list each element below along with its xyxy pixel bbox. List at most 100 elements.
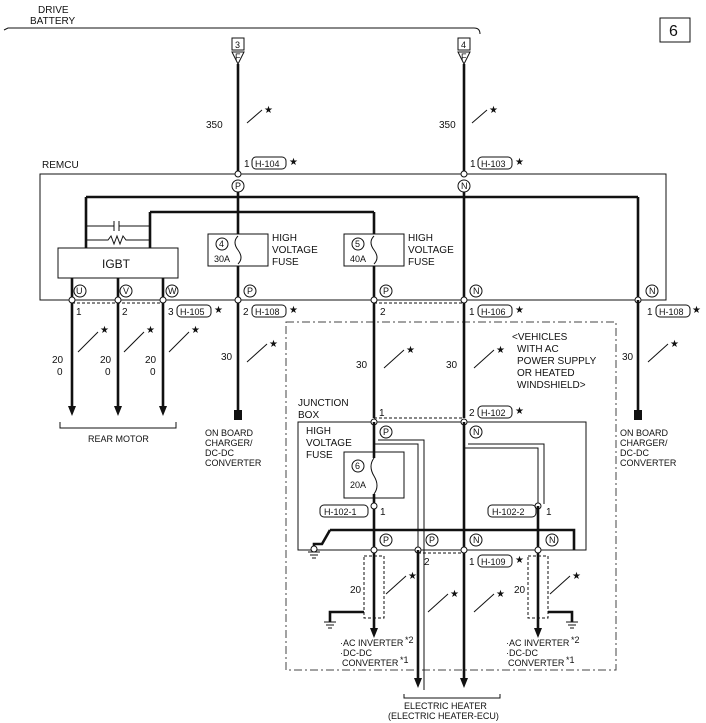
vehicles-note-4: OR HEATED [517, 368, 575, 379]
terminal-4-f: F [461, 52, 467, 62]
tag-h106-box [477, 304, 513, 318]
pin-n-bottom-label: N [473, 286, 480, 296]
obc-right-2: CHARGER/ [620, 438, 668, 448]
pointer-v [123, 331, 145, 353]
drive-battery-label-2: BATTERY [30, 16, 76, 27]
fuse4-amp: 30A [214, 254, 230, 264]
jb-pin-1: 1 [379, 408, 385, 419]
heater-label-2: (ELECTRIC HEATER-ECU) [388, 711, 499, 721]
gauge-30-n2: 30 [622, 352, 634, 363]
star-h103: ★ [515, 157, 524, 168]
star-30-jb-p: ★ [406, 345, 415, 356]
terminal-3-funnel [231, 51, 245, 66]
pointer-20-right [549, 575, 571, 595]
node-p-bot [234, 296, 242, 304]
gauge-30-jb-p: 30 [356, 360, 368, 371]
pin-w-circle [165, 284, 179, 298]
ac-inv-right-3-mark: *1 [566, 655, 575, 665]
terminal-3-f: F [235, 52, 241, 62]
pointer-350-n [471, 109, 488, 124]
star-h104: ★ [289, 157, 298, 168]
fuse5-label-1: HIGH [408, 233, 433, 244]
heater-n-terminal [460, 678, 468, 688]
jb-fuse-label-1: HIGH [306, 426, 331, 437]
jb-p-label: P [383, 427, 389, 437]
gauge-30-jb-n: 30 [446, 360, 458, 371]
node-n-top [460, 170, 468, 178]
pin-p2-bottom-label: P [383, 286, 389, 296]
terminal-3-box [231, 37, 245, 51]
ac-inv-right-2: ·DC-DC [506, 648, 538, 658]
obc-right-4: CONVERTER [620, 458, 677, 468]
jb-bot-node-p1 [370, 546, 378, 554]
pin-p-h108: 2 [243, 307, 249, 318]
pin-h103: 1 [470, 159, 476, 170]
tag-h102-1: H-102-1 [324, 507, 357, 517]
tag-h106: H-106 [481, 307, 506, 317]
pin-n2-bottom-circle [645, 284, 659, 298]
star-350-n: ★ [489, 105, 498, 116]
jb-bot-p1-label: P [383, 535, 389, 545]
shield-right [527, 555, 549, 619]
vehicles-note-2: WITH AC [517, 344, 559, 355]
pin-h108-b: 1 [647, 307, 653, 318]
fuse4-label-2: VOLTAGE [272, 245, 318, 256]
jb-bot-p2-circle [425, 533, 439, 547]
gauge-v-20: 20 [100, 355, 112, 366]
tag-h105: H-105 [180, 307, 205, 317]
junction-box [297, 421, 587, 551]
tag-h108-b: H-108 [659, 307, 684, 317]
pointer-30-p [246, 343, 268, 363]
ac-inv-left-3: CONVERTER [342, 658, 399, 668]
star-20-right: ★ [572, 571, 581, 582]
jb-p-circle [379, 425, 393, 439]
pin-v-label: V [123, 286, 129, 296]
tag-h102-1-box [319, 504, 369, 518]
remcu-n-label-top: N [461, 181, 468, 191]
heater-p-terminal [414, 678, 422, 688]
pointer-heater-p [427, 593, 449, 613]
pin-p-bottom-label: P [247, 286, 253, 296]
terminal-3-num: 3 [235, 40, 240, 50]
obc-right-3: DC-DC [620, 448, 649, 458]
drive-battery-bracket [3, 27, 481, 35]
fuse6-num-circle [351, 459, 365, 473]
node-p-top [234, 170, 242, 178]
pointer-30-jb-n [473, 349, 495, 369]
fuse5-num: 5 [355, 239, 360, 249]
fuse5-num-circle [351, 237, 365, 251]
jb-ground-node [310, 545, 318, 553]
junction-box-label-2: BOX [298, 410, 319, 421]
pin-h106: 1 [469, 307, 475, 318]
tag-h108-a: H-108 [255, 307, 280, 317]
tag-h104: H-104 [255, 159, 280, 169]
obc-left-terminal [234, 410, 242, 420]
jb-pin-2: 2 [469, 408, 475, 419]
ac-inv-left-1-mark: *2 [405, 635, 414, 645]
star-h109: ★ [515, 555, 524, 566]
jb-bot-node-n2 [534, 546, 542, 554]
star-350-p: ★ [264, 105, 273, 116]
tag-h104-box [251, 156, 287, 170]
remcu-p-label-top: P [235, 181, 241, 191]
star-20-left: ★ [408, 571, 417, 582]
shield-left [363, 555, 385, 619]
pointer-u [77, 331, 99, 353]
tag-h109: H-109 [481, 557, 506, 567]
obc-left-3: DC-DC [205, 448, 234, 458]
gauge-350-n: 350 [439, 120, 456, 131]
fuse5-box [343, 233, 405, 267]
star-u: ★ [100, 325, 109, 336]
obc-left-2: CHARGER/ [205, 438, 253, 448]
ac-inv-right-1: ·AC INVERTER [506, 638, 570, 648]
jb-bot-n1-circle [469, 533, 483, 547]
pin-n-bottom-circle [469, 284, 483, 298]
obc-right-terminal [634, 410, 642, 420]
junction-box-label-1: JUNCTION [298, 398, 349, 409]
star-30-jb-n: ★ [496, 345, 505, 356]
star-30-p: ★ [269, 339, 278, 350]
star-h108-b: ★ [692, 305, 701, 316]
star-h106: ★ [515, 305, 524, 316]
fuse4-box [207, 233, 269, 267]
ac-inv-left-1: ·AC INVERTER [340, 638, 404, 648]
